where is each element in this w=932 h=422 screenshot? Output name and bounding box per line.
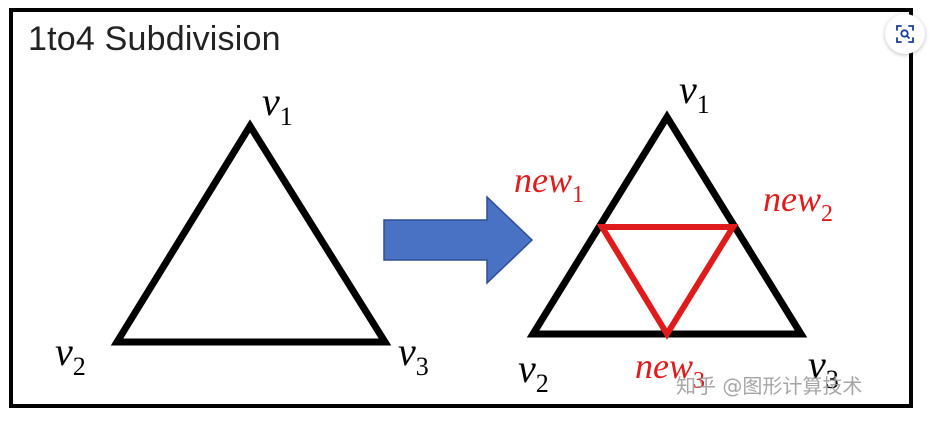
new2-label: new2 — [763, 179, 833, 227]
figure-title: 1to4 Subdivision — [28, 20, 281, 58]
left-v1-label: v1 — [262, 79, 293, 131]
new1-label: new1 — [514, 160, 584, 208]
watermark: 知乎 @图形计算技术 — [676, 374, 863, 398]
left-v2-label: v2 — [55, 329, 86, 381]
left-v3-label: v3 — [398, 329, 429, 381]
new3-label: new3 — [635, 346, 705, 394]
right-v2-label: v2 — [518, 346, 549, 398]
image-search-icon — [896, 25, 914, 43]
right-v3-label: v3 — [808, 342, 839, 394]
right-arrow-icon — [383, 195, 534, 285]
right-v1-label: v1 — [679, 67, 710, 119]
image-search-button[interactable] — [885, 14, 925, 54]
inner-red-triangle — [596, 224, 739, 340]
original-triangle — [110, 119, 392, 346]
